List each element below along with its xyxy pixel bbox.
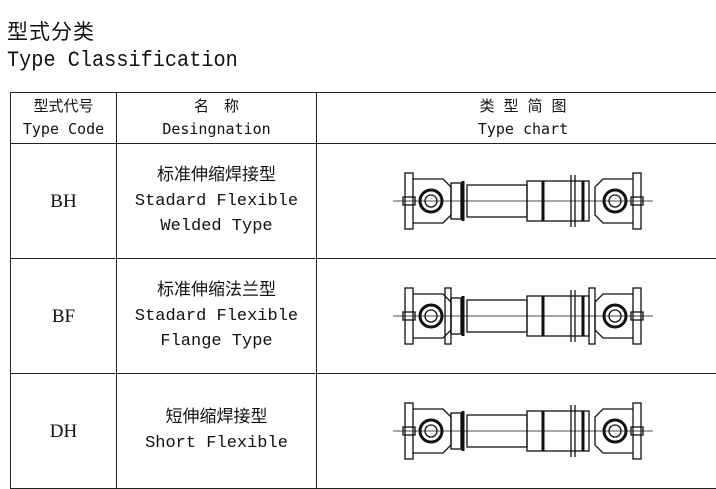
designation-cn: 标准伸缩法兰型 xyxy=(117,279,316,304)
designation-cn: 短伸缩焊接型 xyxy=(117,406,316,431)
title-chinese: 型式分类 xyxy=(7,16,95,46)
title-english: Type Classification xyxy=(7,48,238,73)
designation-en: Flange Type xyxy=(117,329,316,354)
type-chart xyxy=(317,259,716,374)
type-code: BH xyxy=(11,144,117,259)
header-cn: 类 型 简 图 xyxy=(317,95,716,118)
header-en: Desingnation xyxy=(117,118,316,141)
type-chart xyxy=(317,144,716,259)
type-code: BF xyxy=(11,259,117,374)
flange-shaft-drawing-icon xyxy=(393,284,653,348)
header-en: Type Code xyxy=(11,118,116,141)
type-code: DH xyxy=(11,374,117,489)
header-cn: 名 称 xyxy=(117,95,316,118)
designation-en: Short Flexible xyxy=(117,431,316,456)
type-chart xyxy=(317,374,716,489)
designation-cn: 标准伸缩焊接型 xyxy=(117,164,316,189)
short-shaft-drawing-icon xyxy=(393,399,653,463)
designation-en: Stadard Flexible xyxy=(117,189,316,214)
designation-en: Welded Type xyxy=(117,214,316,239)
welded-shaft-drawing-icon xyxy=(393,169,653,233)
header-en: Type chart xyxy=(317,118,716,141)
designation-en: Stadard Flexible xyxy=(117,304,316,329)
header-cn: 型式代号 xyxy=(11,95,116,118)
